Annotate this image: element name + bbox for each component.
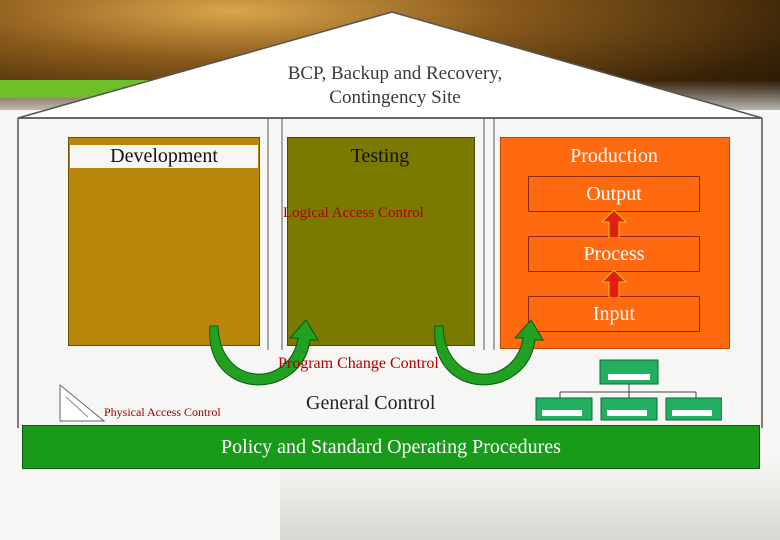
development-box xyxy=(68,137,260,346)
stage-input: Input xyxy=(528,296,700,332)
policy-bar: Policy and Standard Operating Procedures xyxy=(22,425,760,469)
arrow-up-icon xyxy=(600,270,628,298)
program-change-label: Program Change Control xyxy=(278,355,439,372)
development-label: Development xyxy=(70,145,258,168)
set-square-icon xyxy=(59,383,106,422)
curved-arrow-icon xyxy=(209,319,319,386)
org-chart-icon xyxy=(535,359,722,421)
title-text: BCP, Backup and Recovery, Contingency Si… xyxy=(287,63,503,108)
logical-access-label: Logical Access Control xyxy=(283,205,424,221)
physical-access-label: Physical Access Control xyxy=(104,405,221,419)
stage-output: Output xyxy=(528,176,700,212)
background-paper-photo xyxy=(280,460,780,540)
general-control-label: General Control xyxy=(306,392,436,414)
testing-label: Testing xyxy=(350,145,410,167)
production-label: Production xyxy=(570,145,658,167)
testing-box xyxy=(287,137,475,346)
stage-process: Process xyxy=(528,236,700,272)
arrow-up-icon xyxy=(600,210,628,238)
curved-arrow-icon xyxy=(434,319,544,386)
